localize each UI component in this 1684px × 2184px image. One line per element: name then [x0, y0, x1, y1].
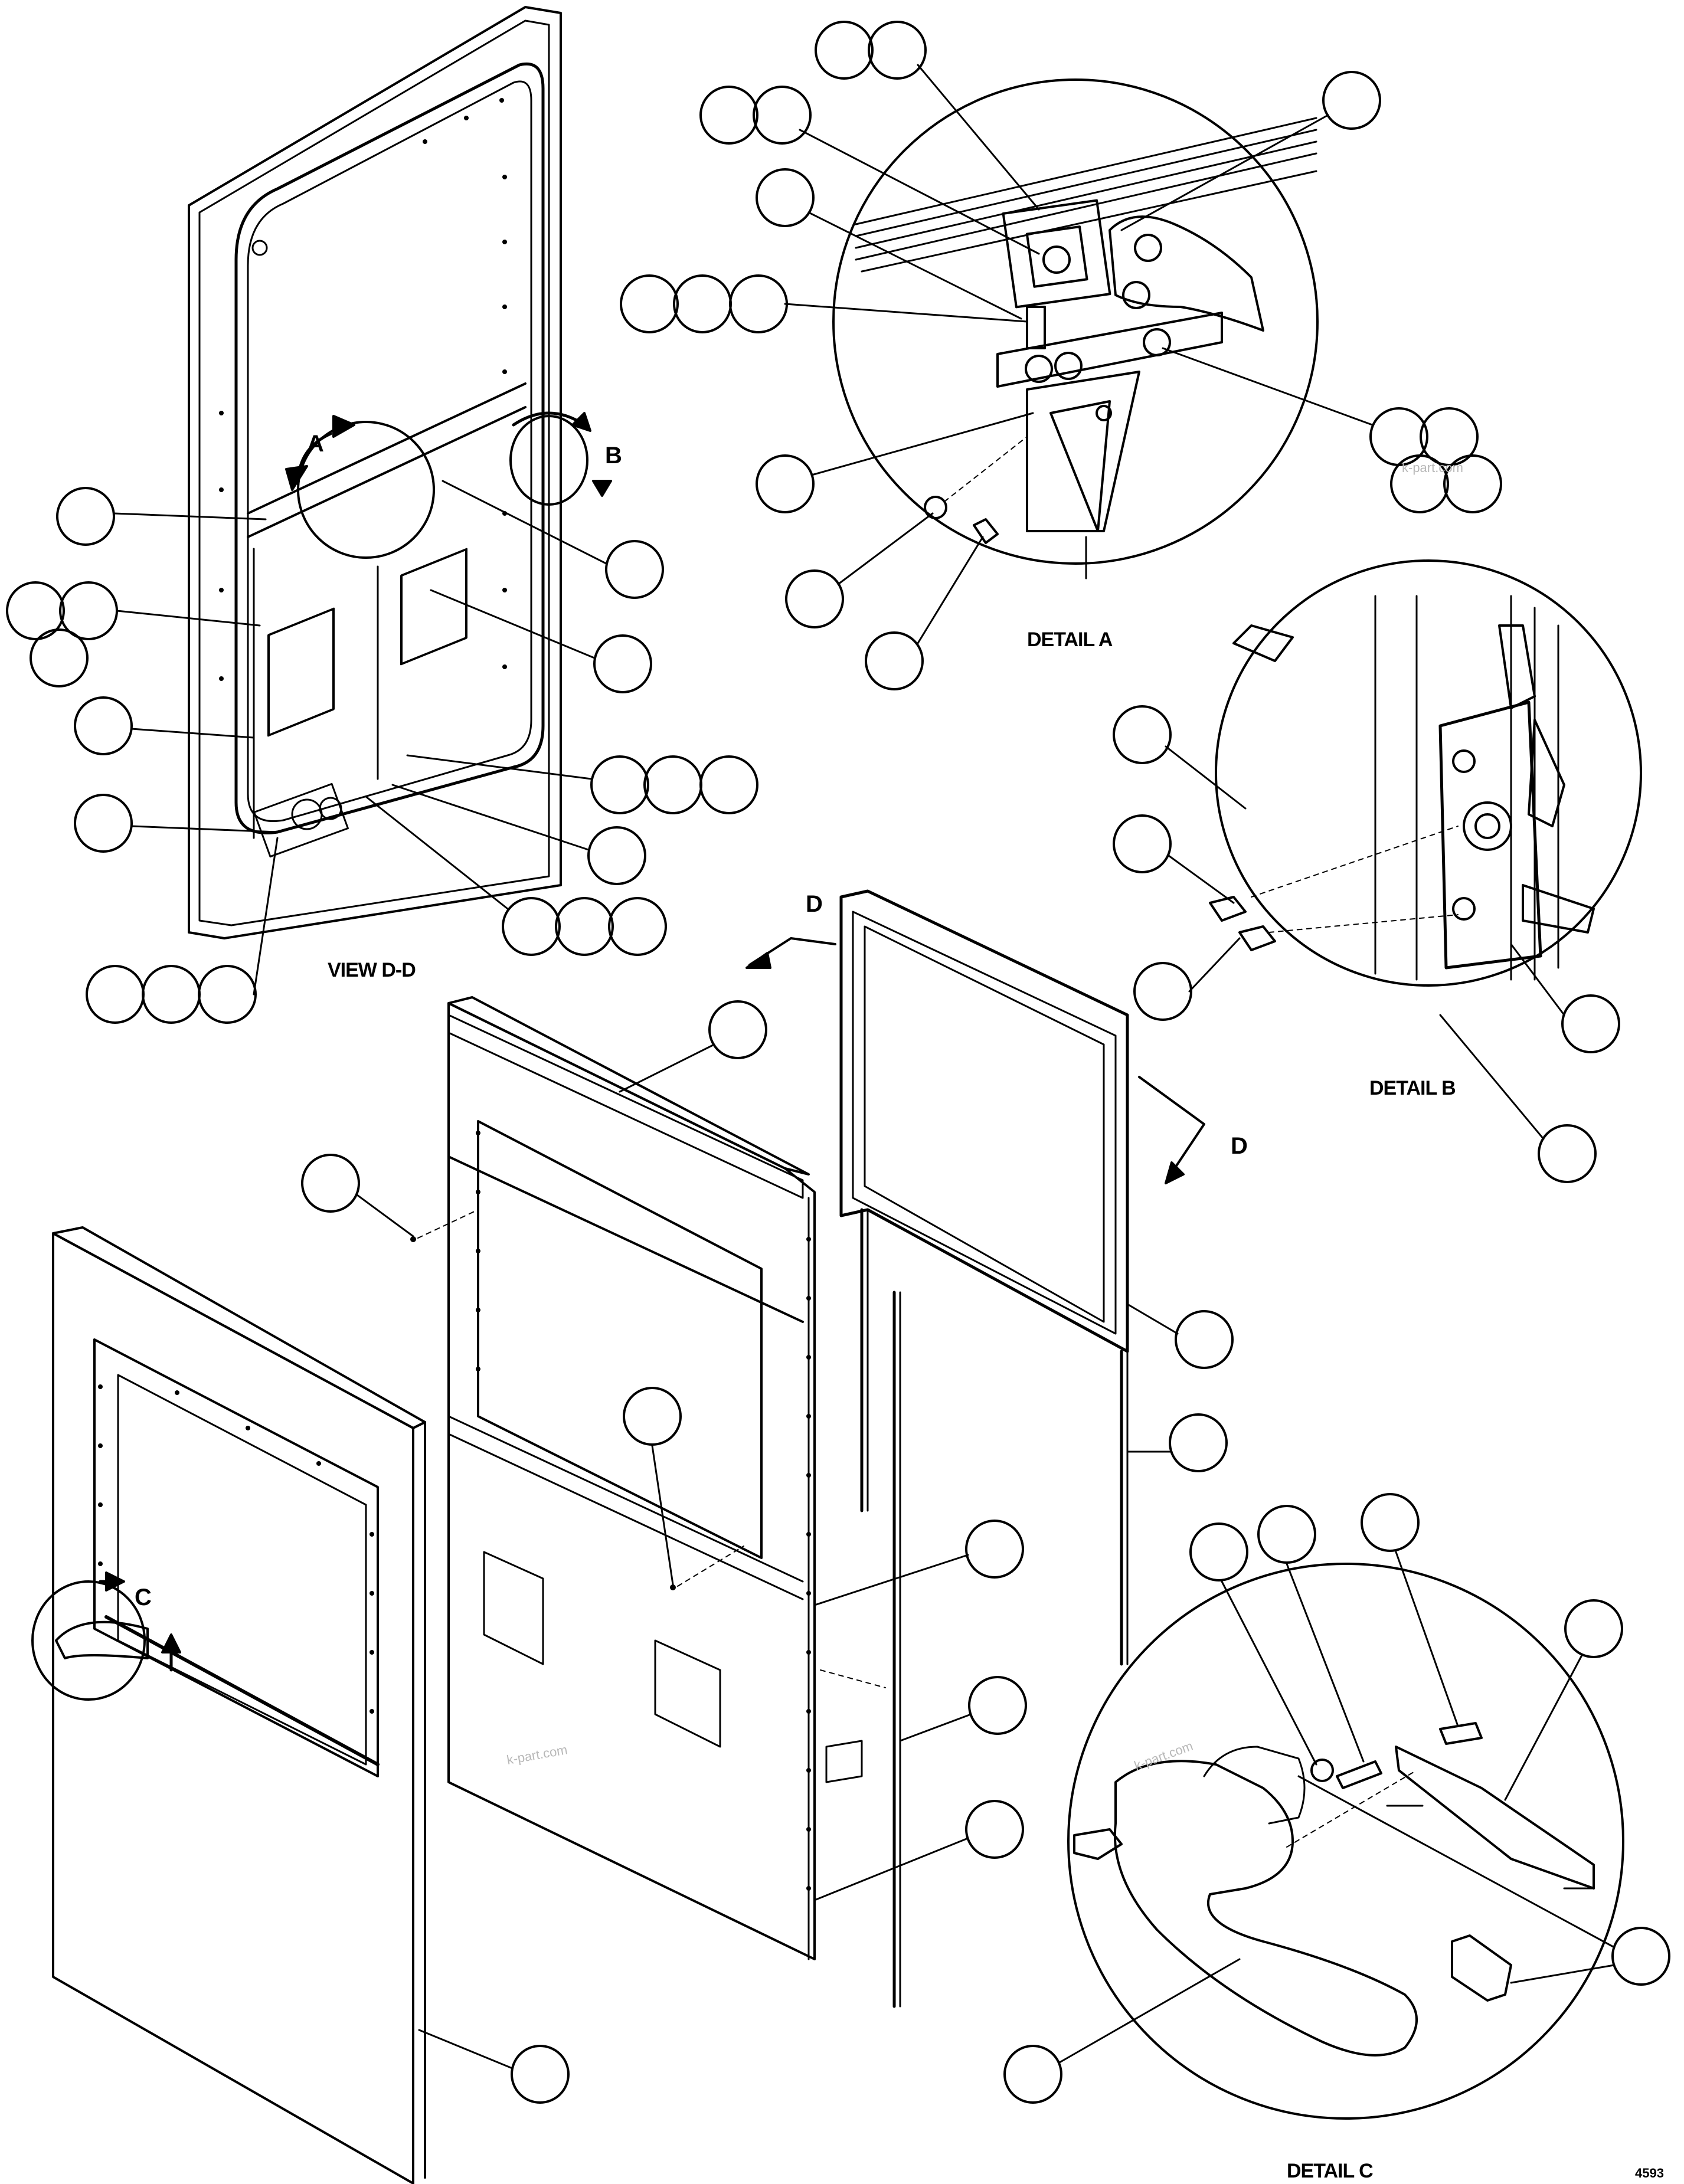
view-dd-label: VIEW D-D	[328, 959, 416, 981]
leader-lines	[113, 64, 1616, 2070]
arrow-a-label: A	[307, 431, 324, 457]
detail-b	[1209, 559, 1642, 987]
drawing-code: 4593	[1635, 2166, 1664, 2180]
view-d-arrows	[745, 937, 1205, 1184]
callout-balloons	[6, 21, 1670, 2104]
detail-a-label: DETAIL A	[1027, 628, 1113, 651]
watermark-a: k-part.com	[1402, 460, 1463, 475]
arrow-d-right-label: D	[1231, 1133, 1248, 1159]
arrow-b-label: B	[605, 443, 622, 469]
detail-a-locator	[285, 415, 435, 559]
detail-c-label: DETAIL C	[1287, 2160, 1373, 2182]
arrow-d-top-label: D	[806, 891, 823, 917]
arrow-c-label: C	[135, 1584, 152, 1610]
detail-a	[832, 78, 1319, 579]
inner-panel	[410, 996, 886, 1960]
view-dd-rivets	[219, 98, 507, 681]
detail-b-locator	[509, 411, 612, 506]
detail-b-label: DETAIL B	[1369, 1077, 1456, 1099]
detail-c-locator	[31, 1571, 181, 1701]
detail-c	[1067, 1563, 1624, 2120]
watermark-center: k-part.com	[506, 1742, 569, 1767]
watermark-c: k-part.com	[1132, 1738, 1195, 1773]
outer-door-rivets	[98, 1384, 374, 1714]
view-dd-lock-mechanism	[253, 782, 349, 858]
inner-panel-rivets	[410, 1131, 811, 1891]
view-dd-door	[188, 6, 562, 939]
window-frame	[839, 889, 1129, 2008]
outer-door	[52, 1226, 426, 2184]
